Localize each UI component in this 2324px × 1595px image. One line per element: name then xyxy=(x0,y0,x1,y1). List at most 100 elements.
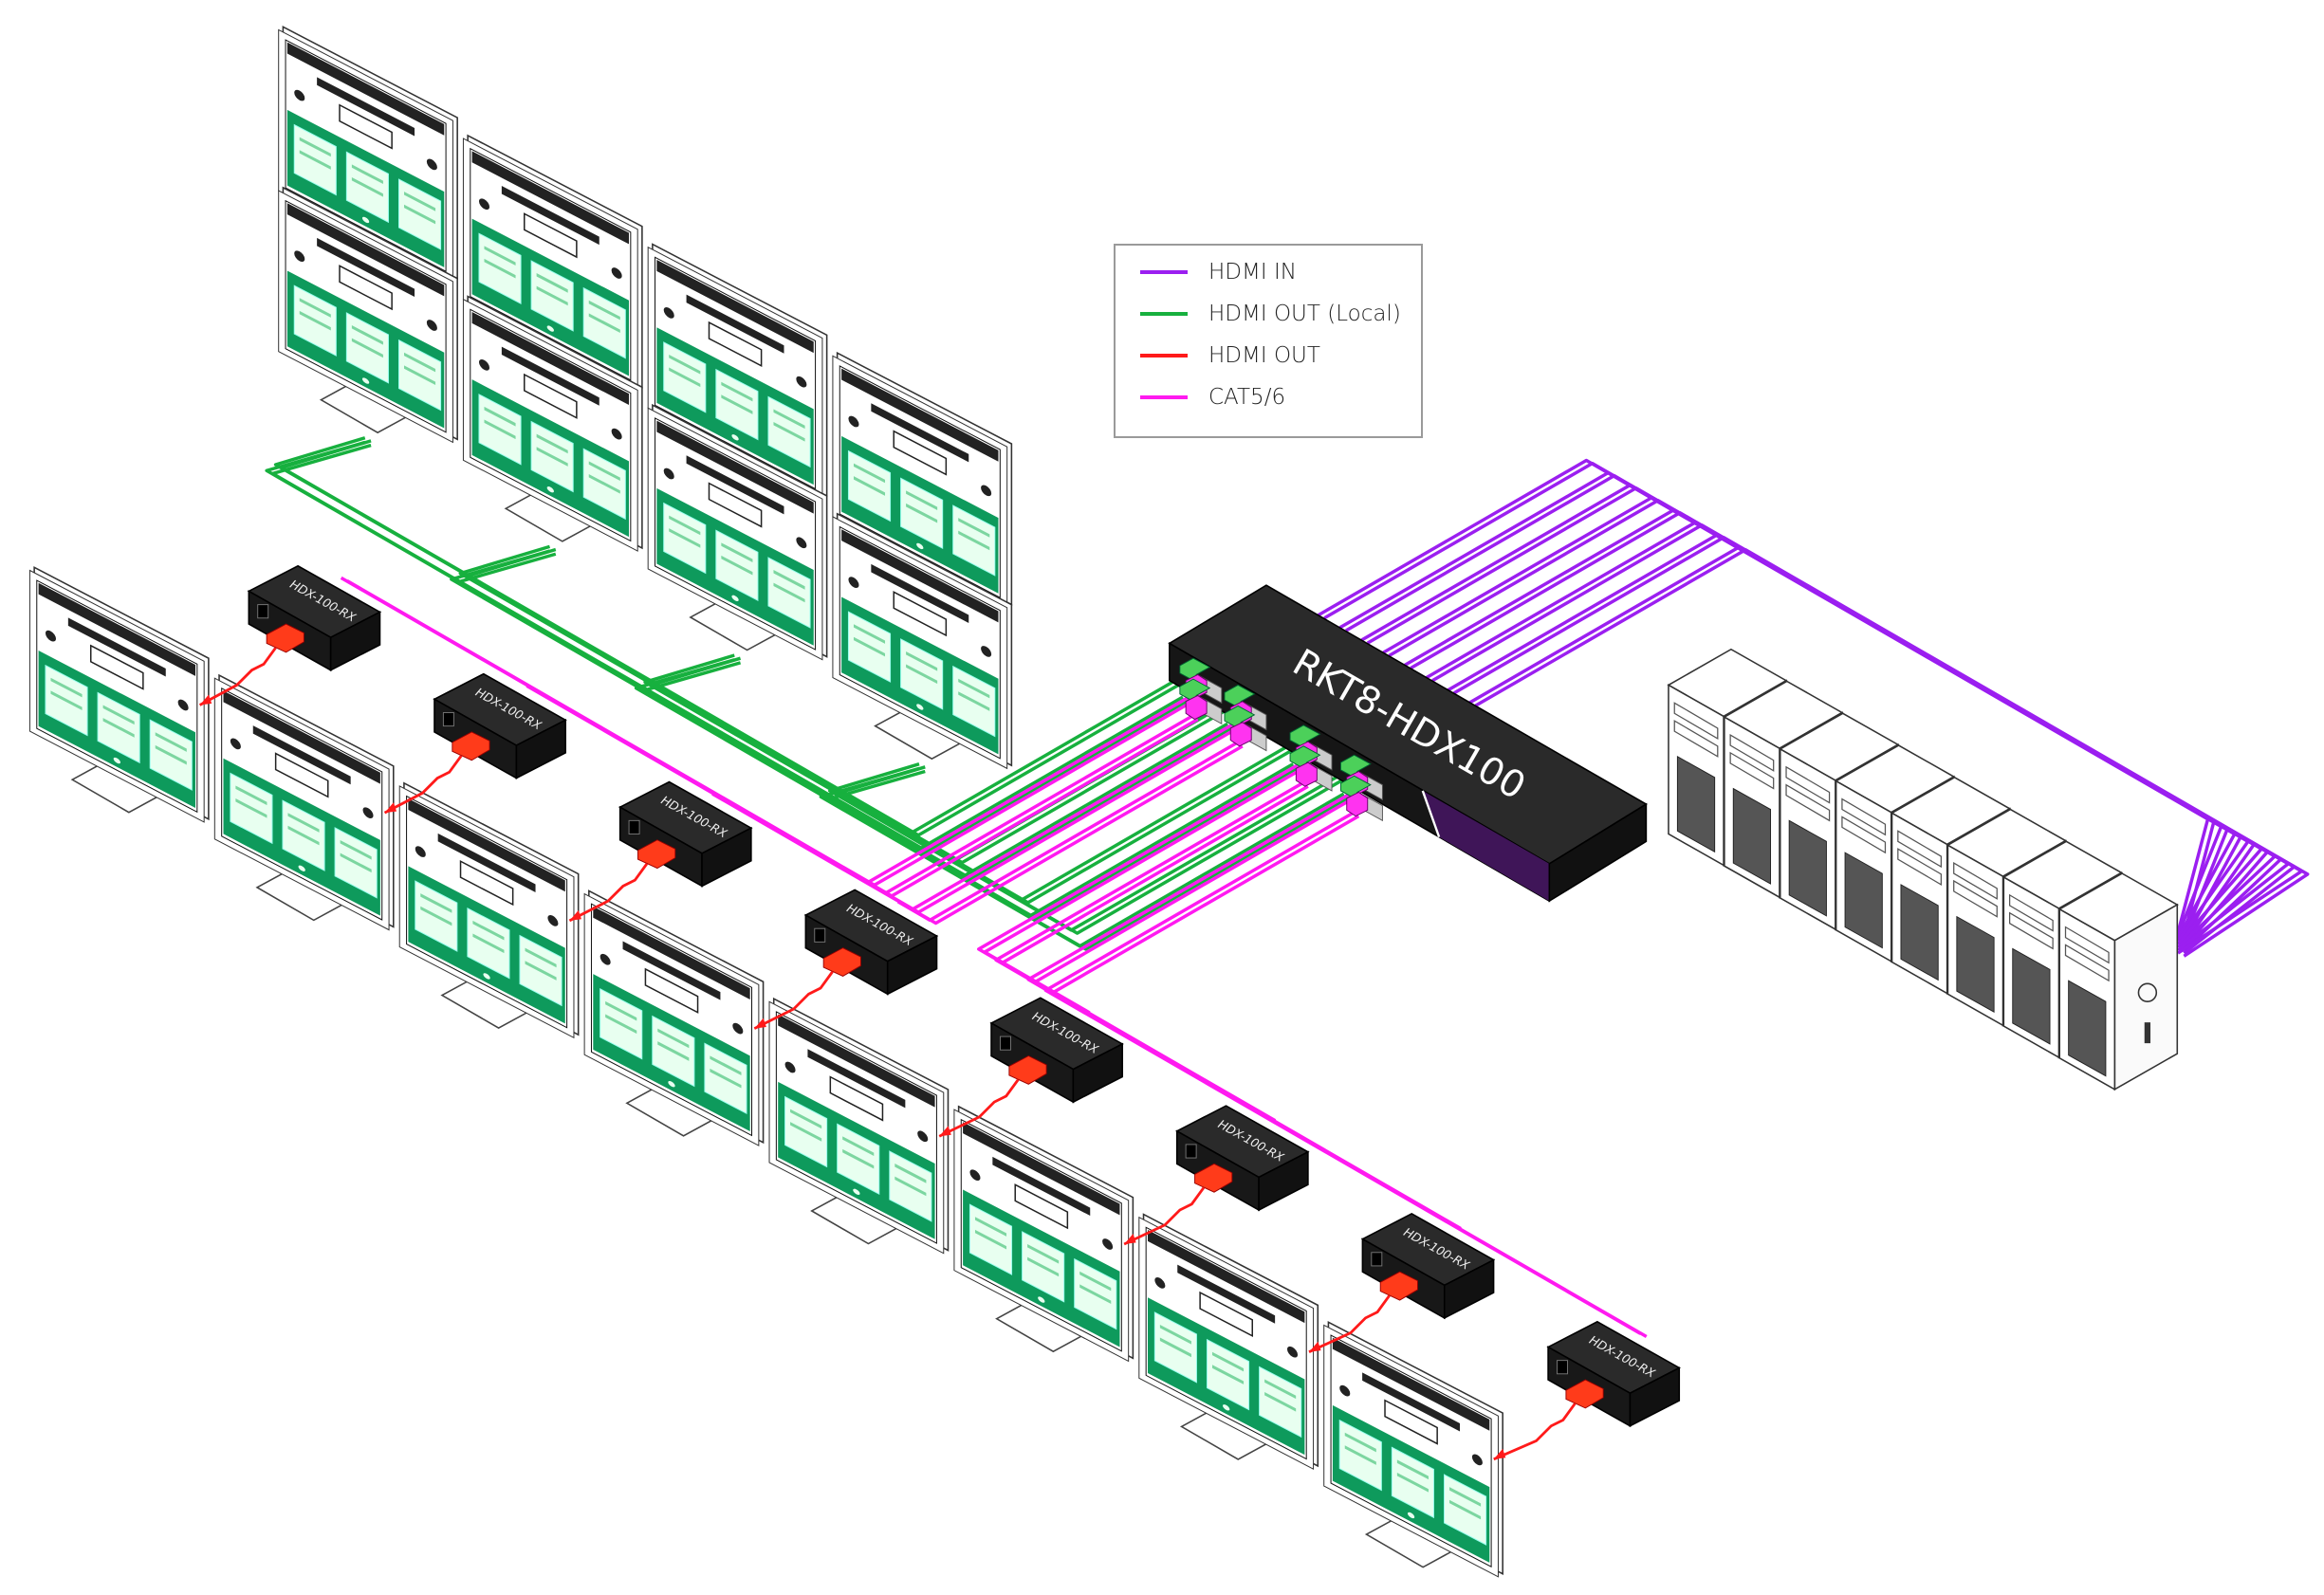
power-jack-icon xyxy=(257,604,269,619)
screen-dot xyxy=(917,1130,929,1143)
hdmi-connector-icon xyxy=(1224,705,1256,731)
screen-card-line xyxy=(287,825,320,846)
hdmi-connector-icon xyxy=(1339,754,1372,780)
screen-card-line xyxy=(155,732,187,752)
hdmi-connector-icon xyxy=(266,623,304,653)
screen-dot xyxy=(732,1022,744,1035)
vent-grille-icon xyxy=(1788,819,1827,917)
monitor xyxy=(584,890,763,1146)
screen-header-bar xyxy=(841,529,999,623)
screen-subtitle-bar xyxy=(1177,1264,1276,1324)
hdmi-connector-icon xyxy=(1289,745,1321,771)
hdmi-out-local-cable-pair xyxy=(824,769,1351,951)
hdmi-out-cable xyxy=(938,1078,1020,1138)
screen-indicator xyxy=(668,1080,675,1088)
port-icon xyxy=(2144,1022,2151,1044)
monitor-screen xyxy=(1324,1325,1499,1576)
screen-card-line xyxy=(351,338,383,358)
screen-header-bar xyxy=(778,1014,935,1108)
screen-dot xyxy=(611,428,622,440)
screen-card-line xyxy=(958,678,990,699)
receiver: HDX-100-RX xyxy=(1493,1320,1681,1461)
screen-card-line xyxy=(853,624,886,644)
screen-card-line xyxy=(906,503,938,523)
screen-card-line xyxy=(588,473,620,494)
vent-grille-icon xyxy=(1732,787,1772,885)
screen-card-line xyxy=(974,1229,1007,1250)
screen-box xyxy=(1200,1292,1252,1336)
screen-subtitle-bar xyxy=(67,617,166,677)
monitor xyxy=(1139,1215,1318,1470)
screen-indicator xyxy=(546,325,554,332)
screen-card-line xyxy=(669,354,701,375)
arrow-icon xyxy=(199,694,212,706)
screen-card-line xyxy=(299,150,331,170)
monitor xyxy=(214,675,393,930)
monitor xyxy=(769,999,948,1254)
cat-cable-pair xyxy=(903,744,1244,926)
screen-dot xyxy=(362,807,374,819)
screen-card-line xyxy=(472,920,505,941)
legend-label: HDMI OUT xyxy=(1208,343,1320,368)
monitor-screen xyxy=(833,517,1007,768)
screen-subtitle-bar xyxy=(501,346,599,406)
screen-dot xyxy=(1471,1454,1483,1466)
screen-card-line xyxy=(790,1109,822,1129)
screen-dot xyxy=(426,320,437,331)
arrow-icon xyxy=(939,1126,951,1137)
red-line-icon xyxy=(1140,354,1188,358)
screen-subtitle-bar xyxy=(686,294,784,354)
screen-card-line xyxy=(525,947,557,968)
hdmi-out-cable xyxy=(568,863,649,923)
screen-box xyxy=(525,375,577,418)
rj45-connector-icon xyxy=(1229,722,1252,747)
hdmi-out-cable xyxy=(383,755,463,815)
vent-grille-icon xyxy=(1956,915,1995,1013)
screen-card-line xyxy=(773,409,805,430)
monitor-screen xyxy=(29,570,204,821)
screen-header-bar xyxy=(223,690,380,784)
screen-subtitle-bar xyxy=(686,455,784,515)
screen-dot xyxy=(796,376,807,388)
screen-indicator xyxy=(1038,1296,1045,1303)
screen-dot xyxy=(177,699,189,711)
screen-card-line xyxy=(1449,1499,1482,1520)
legend-item-hdmi-out: HDMI OUT xyxy=(1140,337,1320,375)
screen-card-line xyxy=(853,476,886,496)
drive-bay-icon xyxy=(1785,783,1831,822)
screen-subtitle-bar xyxy=(622,941,721,1000)
monitor xyxy=(954,1107,1133,1362)
power-jack-icon xyxy=(628,819,640,834)
monitor-screen xyxy=(463,138,637,390)
power-jack-icon xyxy=(1557,1360,1568,1375)
arrow-icon xyxy=(754,1018,766,1029)
screen-card-line xyxy=(403,204,436,225)
hdmi-connector-icon xyxy=(1565,1379,1604,1409)
hdmi-connector-icon xyxy=(1194,1163,1233,1193)
hdmi-out-local-cable-pair xyxy=(640,661,1300,921)
screen-indicator xyxy=(361,377,370,384)
screen-indicator xyxy=(731,434,739,441)
screen-card-line xyxy=(235,798,267,818)
screen-card-line xyxy=(773,570,805,590)
cat-cable-pair xyxy=(531,687,1199,898)
screen-card-line xyxy=(588,300,620,321)
screen-card-line xyxy=(287,813,320,833)
screen-card-line xyxy=(853,463,886,484)
hdmi-connector-icon xyxy=(452,731,490,761)
cat-cables xyxy=(340,576,1648,1339)
monitor-screen xyxy=(954,1109,1129,1361)
screen-card-line xyxy=(1159,1324,1191,1345)
screen-card-line xyxy=(710,1055,742,1075)
arrow-icon xyxy=(1124,1233,1136,1244)
screen-indicator xyxy=(1223,1404,1230,1411)
receiver-side-face xyxy=(515,719,566,779)
drive-bay-icon xyxy=(2064,926,2110,964)
screen-card-line xyxy=(299,310,331,331)
screen-dot xyxy=(230,738,241,750)
screen-card-line xyxy=(710,1068,742,1089)
switch-port-group xyxy=(1179,657,1383,822)
magenta-line-icon xyxy=(1140,395,1188,399)
screen-subtitle-bar xyxy=(317,77,415,137)
screen-card-line xyxy=(669,528,701,548)
